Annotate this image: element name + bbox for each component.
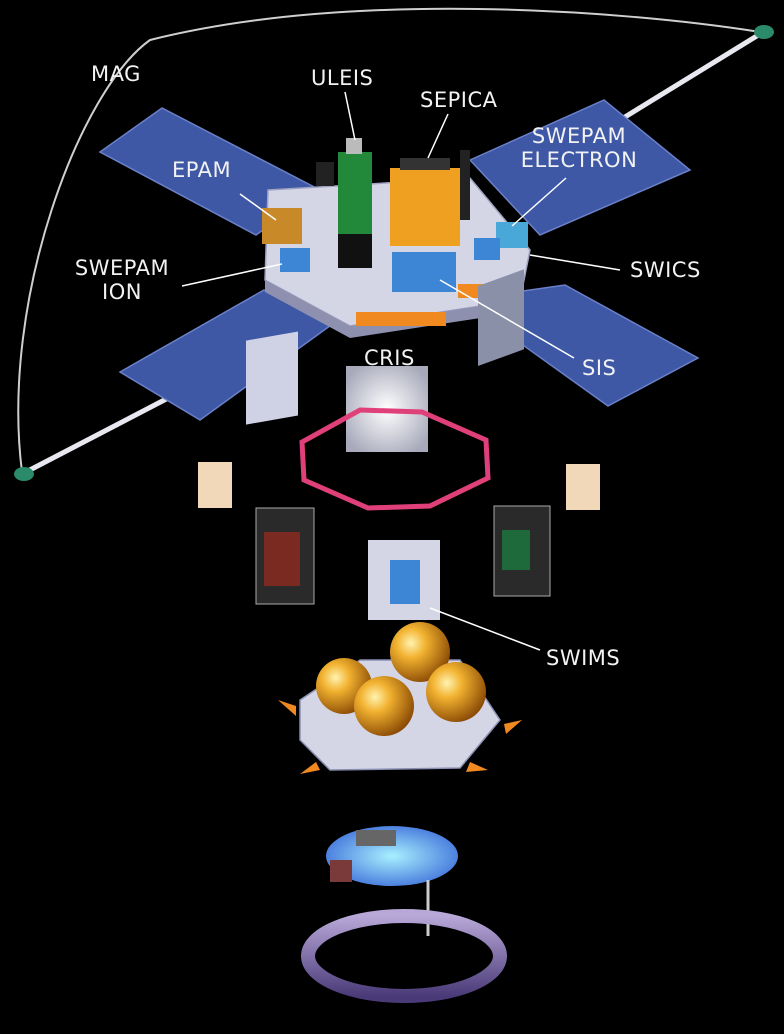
adapter-box-left: [330, 860, 352, 882]
thruster-3: [300, 762, 320, 774]
swims-instrument: [390, 560, 420, 604]
label-cris: CRIS: [364, 346, 415, 370]
mag-boom-lower: [24, 393, 174, 475]
deck-dark-block: [316, 162, 334, 186]
mag-boom-arc: [17, 7, 761, 473]
swepam-electron-instrument: [496, 222, 528, 248]
side-panel-lower-left-detail: [264, 532, 300, 586]
side-panel-upper-right: [478, 269, 524, 367]
label-swepam-electron: SWEPAM ELECTRON: [514, 124, 644, 172]
side-panel-lower-right-detail: [502, 530, 530, 570]
label-swics: SWICS: [630, 258, 701, 282]
fuel-tank-4: [426, 662, 486, 722]
callout-line-epam: [239, 193, 277, 221]
callout-line-swepam-electron: [511, 177, 567, 227]
uleis-instrument: [338, 152, 372, 234]
deck-dark-block-2: [460, 150, 470, 220]
uleis-base: [338, 234, 372, 268]
callout-line-sepica: [427, 113, 449, 159]
label-uleis: ULEIS: [311, 66, 374, 90]
solar-panel-upper-right: [468, 99, 692, 236]
label-sepica: SEPICA: [420, 88, 498, 112]
thruster-4: [466, 762, 488, 772]
label-swepam-ion-line1: SWEPAM: [74, 256, 170, 280]
side-box-left: [198, 462, 232, 508]
thruster-1: [278, 700, 296, 716]
fuel-tank-2: [390, 622, 450, 682]
launch-ring-outer: [301, 909, 507, 1003]
label-swims: SWIMS: [546, 646, 621, 670]
deck-orange-strip: [356, 312, 446, 326]
label-mag: MAG: [91, 62, 141, 86]
side-box-right: [566, 464, 600, 510]
label-sis: SIS: [582, 356, 617, 380]
label-swepam-electron-line2: ELECTRON: [520, 148, 638, 172]
label-swepam-electron-line1: SWEPAM: [531, 124, 627, 148]
mag-sensor-lower: [14, 467, 34, 481]
adapter-box-top: [356, 830, 396, 846]
side-panel-upper-left: [246, 331, 298, 425]
label-epam: EPAM: [172, 158, 232, 182]
callout-line-swims: [429, 607, 541, 651]
label-swepam-ion-line2: ION: [102, 280, 142, 304]
callout-line-swepam-ion: [181, 263, 283, 287]
sepica-top: [400, 158, 450, 170]
mag-boom-upper: [610, 31, 762, 128]
cris-octagon-frame: [299, 407, 491, 511]
uleis-top: [346, 138, 362, 154]
swepam-ion-instrument: [280, 248, 310, 272]
label-swepam-ion: SWEPAM ION: [62, 256, 182, 304]
callout-line-sis: [439, 279, 575, 359]
sepica-instrument: [390, 168, 460, 246]
callout-line-uleis: [344, 91, 356, 141]
swics-instrument: [474, 238, 500, 260]
sis-instrument: [392, 252, 456, 292]
thruster-2: [504, 720, 522, 734]
fuel-tank-3: [354, 676, 414, 736]
top-deck-edge: [265, 280, 520, 338]
mag-sensor-upper: [754, 25, 774, 39]
callout-line-swics: [529, 254, 621, 271]
